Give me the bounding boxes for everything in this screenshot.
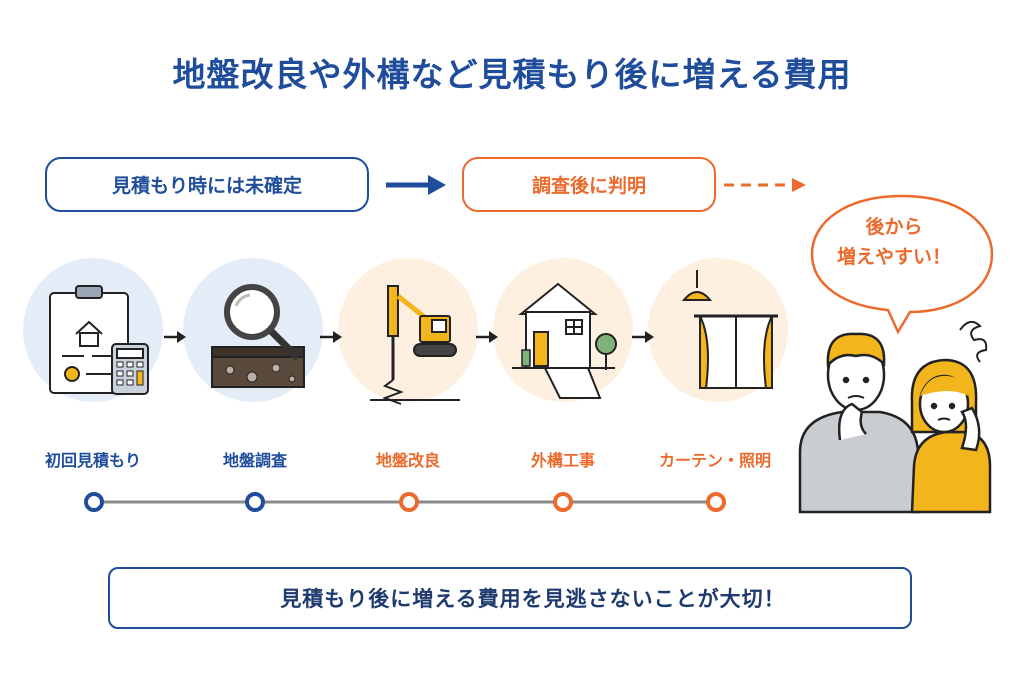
bubble-line-2: 増えやすい！	[836, 246, 951, 268]
step-label-ground-improvement: 地盤改良	[375, 451, 440, 470]
step-label-initial-estimate: 初回見積もり	[44, 451, 141, 470]
step-label-ground-survey: 地盤調査	[222, 451, 287, 470]
timeline-dot-2	[245, 492, 265, 512]
clipboard-house-icon	[49, 285, 129, 394]
bubble-text: 後から 増えやすい！	[804, 212, 984, 272]
bubble-line-1: 後から	[865, 216, 923, 238]
before-estimate-pill: 見積もり時には未確定	[45, 157, 369, 212]
solid-arrow	[386, 175, 446, 195]
step-arrows	[164, 331, 654, 343]
step-label-exterior-work: 外構工事	[530, 451, 595, 470]
lamp-curtain-icon	[681, 270, 778, 389]
excavator-icon	[370, 285, 460, 405]
page-title: 地盤改良や外構など見積もり後に増える費用	[172, 55, 852, 94]
timeline-dot-5	[706, 492, 726, 512]
calculator-icon	[111, 343, 149, 395]
magnifier-soil-icon	[211, 284, 305, 388]
step-circle-3	[338, 258, 478, 402]
dashed-arrow	[724, 178, 806, 192]
bottom-message: 見積もり後に増える費用を見逃さないことが大切！	[280, 587, 786, 611]
speech-bubble	[810, 194, 994, 335]
timeline-dot-3	[399, 492, 419, 512]
worried-couple-illustration	[798, 320, 992, 514]
house-garden-icon	[512, 282, 617, 399]
step-label-curtain-lighting: カーテン・照明	[658, 451, 771, 470]
timeline-dot-1	[84, 492, 104, 512]
bottom-message-box: 見積もり後に増える費用を見逃さないことが大切！	[108, 567, 912, 629]
timeline-dot-4	[553, 492, 573, 512]
after-survey-pill: 調査後に判明	[462, 157, 716, 212]
